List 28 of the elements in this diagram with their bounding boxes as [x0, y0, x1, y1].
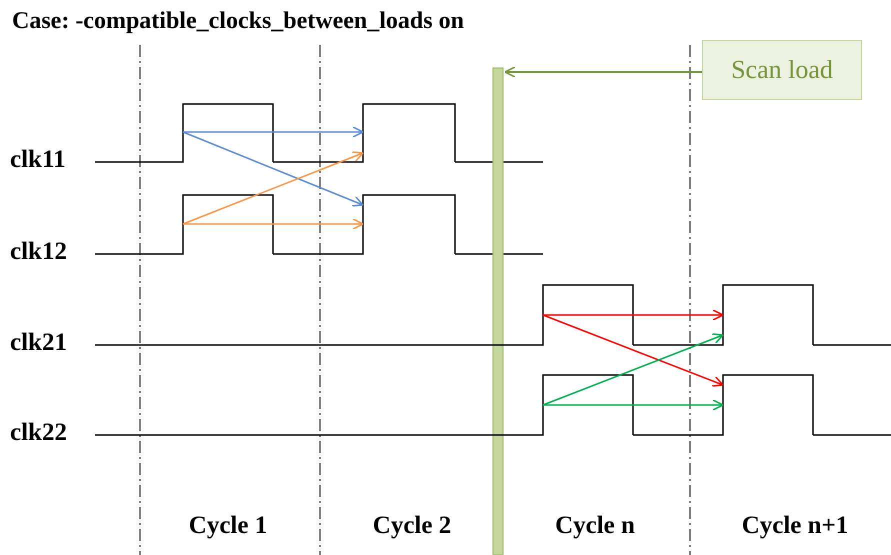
- callout-box: Scan load: [702, 40, 862, 100]
- clock-pulse: [633, 284, 814, 346]
- cycle-label: Cycle 1: [188, 512, 268, 540]
- clock-pulse: [95, 103, 274, 163]
- signal-name: clk12: [10, 238, 67, 266]
- arrow: [504, 66, 702, 78]
- clock-pulse: [633, 374, 814, 436]
- cycle-label: Cycle n: [555, 512, 635, 540]
- diagram-title: Case: -compatible_clocks_between_loads on: [12, 8, 464, 35]
- timing-arrow: [542, 314, 724, 387]
- timing-arrow: [182, 151, 364, 225]
- timing-arrow: [182, 131, 364, 207]
- timing-arrow: [183, 218, 364, 230]
- clock-pulse: [95, 194, 274, 255]
- clock-pulse: [95, 284, 634, 346]
- timing-arrow: [183, 126, 364, 138]
- signal-name: clk21: [10, 329, 67, 357]
- signal-name: clk22: [10, 419, 67, 447]
- clock-pulse: [273, 194, 456, 255]
- clock-pulse: [95, 374, 634, 436]
- cycle-label: Cycle n+1: [742, 512, 848, 540]
- cycle-label: Cycle 2: [372, 512, 452, 540]
- timing-arrow: [542, 333, 724, 406]
- scan-load-bar: [492, 68, 504, 555]
- clock-pulse: [273, 103, 456, 163]
- timing-arrow: [543, 399, 724, 411]
- signal-name: clk11: [10, 146, 66, 174]
- timing-arrow: [543, 309, 724, 321]
